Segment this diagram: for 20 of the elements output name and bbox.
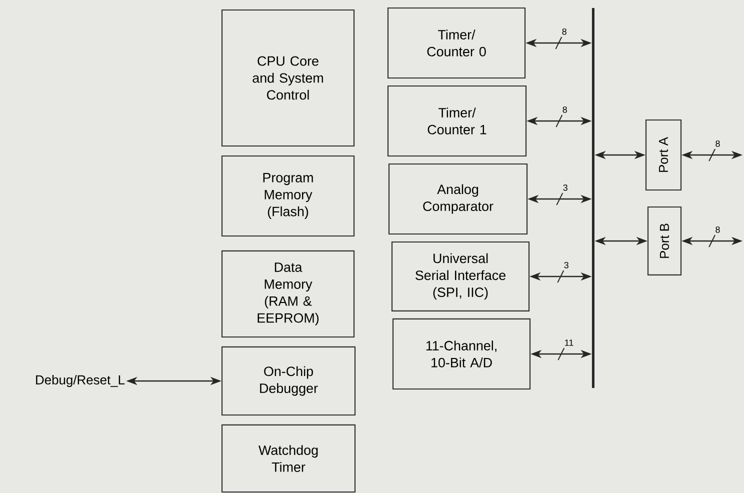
block-box: CPU Core and System Control [221, 9, 355, 147]
edge-label: 3 [564, 262, 568, 268]
edge-label: 11 [565, 340, 574, 346]
block-box: On-Chip Debugger [221, 346, 356, 416]
block-box: 11-Channel, 10-Bit A/D [392, 318, 531, 390]
block-box: Program Memory (Flash) [221, 155, 355, 237]
edge-label: 8 [562, 106, 567, 113]
signal-label: Debug/Reset_L [36, 374, 125, 388]
block-box: Universal Serial Interface (SPI, IIC) [391, 241, 530, 312]
edge-label: 8 [562, 28, 566, 35]
block-box: Timer/ Counter 0 [387, 7, 526, 79]
edge-label: 8 [716, 140, 720, 147]
block-box: Analog Comparator [388, 163, 528, 235]
edge-label: 8 [716, 226, 720, 233]
block-box: Data Memory (RAM & EEPROM) [221, 250, 355, 338]
edge-label: 3 [563, 184, 568, 191]
block-box: Watchdog Timer [221, 424, 356, 493]
port-box: Port A [645, 119, 682, 191]
block-box: Timer/ Counter 1 [387, 85, 527, 157]
port-box: Port B [647, 206, 682, 276]
